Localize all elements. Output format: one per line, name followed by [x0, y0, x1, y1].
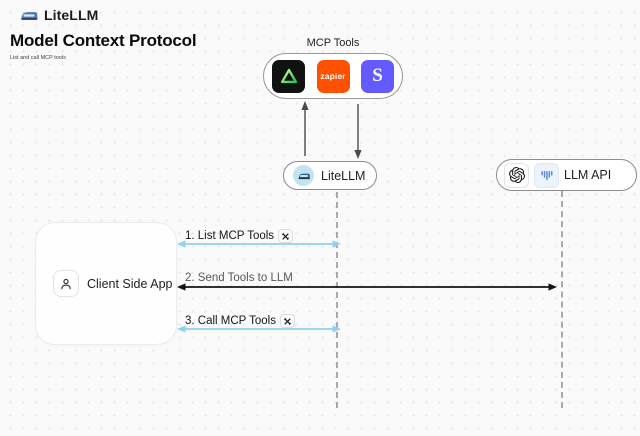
page-subtitle: List and call MCP tools [10, 55, 66, 61]
flow-1-text: 1. List MCP Tools [185, 230, 275, 242]
flow-2-label: 2. Send Tools to LLM [185, 272, 293, 284]
litellm-lifeline [336, 192, 338, 408]
arrow-up-litellm-to-mcp [301, 101, 309, 156]
flow-2-text: 2. Send Tools to LLM [185, 272, 293, 284]
flow-3-arrow [177, 325, 341, 333]
page-title: Model Context Protocol [10, 31, 197, 50]
person-icon [53, 270, 79, 297]
client-side-app-node[interactable]: Client Side App [35, 222, 177, 345]
client-side-app-label: Client Side App [87, 276, 173, 291]
mcp-tools-label: MCP Tools [306, 37, 360, 49]
arrow-down-mcp-to-litellm [354, 104, 362, 159]
brand-name: LiteLLM [44, 7, 99, 23]
flow-2-arrow [177, 283, 557, 291]
tools-icon [278, 229, 294, 243]
flow-1-label: 1. List MCP Tools [185, 229, 294, 243]
litellm-node-icon [293, 165, 314, 186]
openai-icon [504, 162, 529, 188]
flow-3-label: 3. Call MCP Tools [185, 314, 295, 328]
flow-3-text: 3. Call MCP Tools [185, 315, 276, 327]
llm-api-node-label: LLM API [564, 168, 612, 182]
flow-1-arrow [177, 240, 341, 248]
llm-api-lifeline [561, 191, 563, 408]
stripe-icon[interactable]: S [361, 59, 394, 93]
green-triangle-tool-icon[interactable] [272, 59, 305, 93]
zapier-icon[interactable]: zapier [316, 59, 350, 93]
litellm-train-logo-icon [19, 8, 39, 23]
llm-api-node[interactable]: LLM API [496, 159, 637, 191]
brand: LiteLLM [19, 7, 98, 23]
tools-icon [279, 314, 295, 328]
litellm-node-label: LiteLLM [321, 168, 366, 183]
blue-provider-icon [534, 162, 559, 188]
mcp-tools-group[interactable]: zapier S [263, 53, 403, 99]
litellm-node[interactable]: LiteLLM [283, 161, 377, 190]
